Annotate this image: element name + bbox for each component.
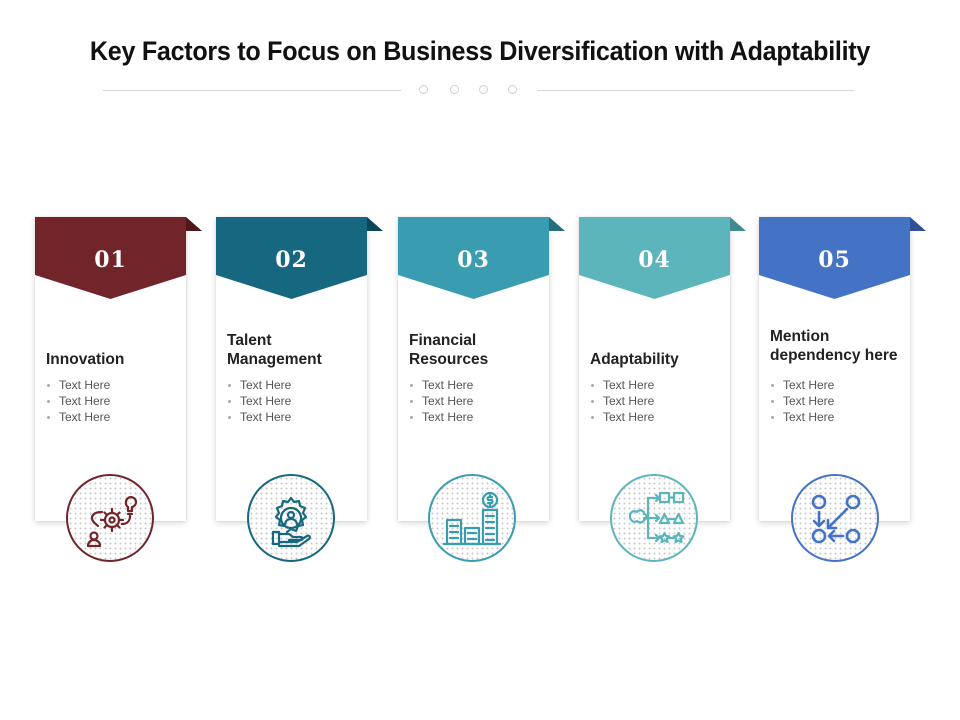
bullet-item: Text Here xyxy=(590,409,654,425)
number-banner-3: 03 xyxy=(398,217,565,301)
factor-bullets: Text Here Text Here Text Here xyxy=(46,377,110,425)
factor-heading: Innovation xyxy=(46,351,125,368)
factor-heading: Adaptability xyxy=(590,351,679,368)
number-banner-4: 04 xyxy=(579,217,746,301)
page-title: Key Factors to Focus on Business Diversi… xyxy=(89,36,871,66)
number-banner-5: 05 xyxy=(759,217,926,301)
financial-bar-coin-icon xyxy=(428,474,516,562)
bullet-item: Text Here xyxy=(770,393,834,409)
factor-bullets: Text Here Text Here Text Here xyxy=(409,377,473,425)
factor-number: 03 xyxy=(457,247,490,273)
bullet-item: Text Here xyxy=(227,393,291,409)
factor-number: 05 xyxy=(818,247,851,273)
title-divider-dots xyxy=(419,85,523,97)
factor-bullets: Text Here Text Here Text Here xyxy=(590,377,654,425)
number-banner-2: 02 xyxy=(216,217,383,301)
factor-card-4: 04 Adaptability Text Here Text Here Text… xyxy=(579,217,746,521)
innovation-process-icon xyxy=(66,474,154,562)
bullet-item: Text Here xyxy=(46,377,110,393)
talent-gear-hand-icon xyxy=(247,474,335,562)
bullet-item: Text Here xyxy=(409,409,473,425)
bullet-item: Text Here xyxy=(770,409,834,425)
factor-bullets: Text Here Text Here Text Here xyxy=(227,377,291,425)
bullet-item: Text Here xyxy=(770,377,834,393)
title-divider-left xyxy=(103,90,401,91)
title-divider-right xyxy=(537,90,854,91)
bullet-item: Text Here xyxy=(590,377,654,393)
factor-card-1: 01 Innovation Text Here Text Here Text H… xyxy=(35,217,202,521)
bullet-item: Text Here xyxy=(46,393,110,409)
bullet-item: Text Here xyxy=(409,393,473,409)
bullet-item: Text Here xyxy=(590,393,654,409)
factor-number: 04 xyxy=(638,247,671,273)
flowchart-shapes-icon xyxy=(610,474,698,562)
bullet-item: Text Here xyxy=(409,377,473,393)
factor-bullets: Text Here Text Here Text Here xyxy=(770,377,834,425)
factor-number: 01 xyxy=(94,247,127,273)
factor-number: 02 xyxy=(275,247,308,273)
bullet-item: Text Here xyxy=(46,409,110,425)
dependency-arrows-icon xyxy=(791,474,879,562)
bullet-item: Text Here xyxy=(227,377,291,393)
bullet-item: Text Here xyxy=(227,409,291,425)
number-banner-1: 01 xyxy=(35,217,202,301)
